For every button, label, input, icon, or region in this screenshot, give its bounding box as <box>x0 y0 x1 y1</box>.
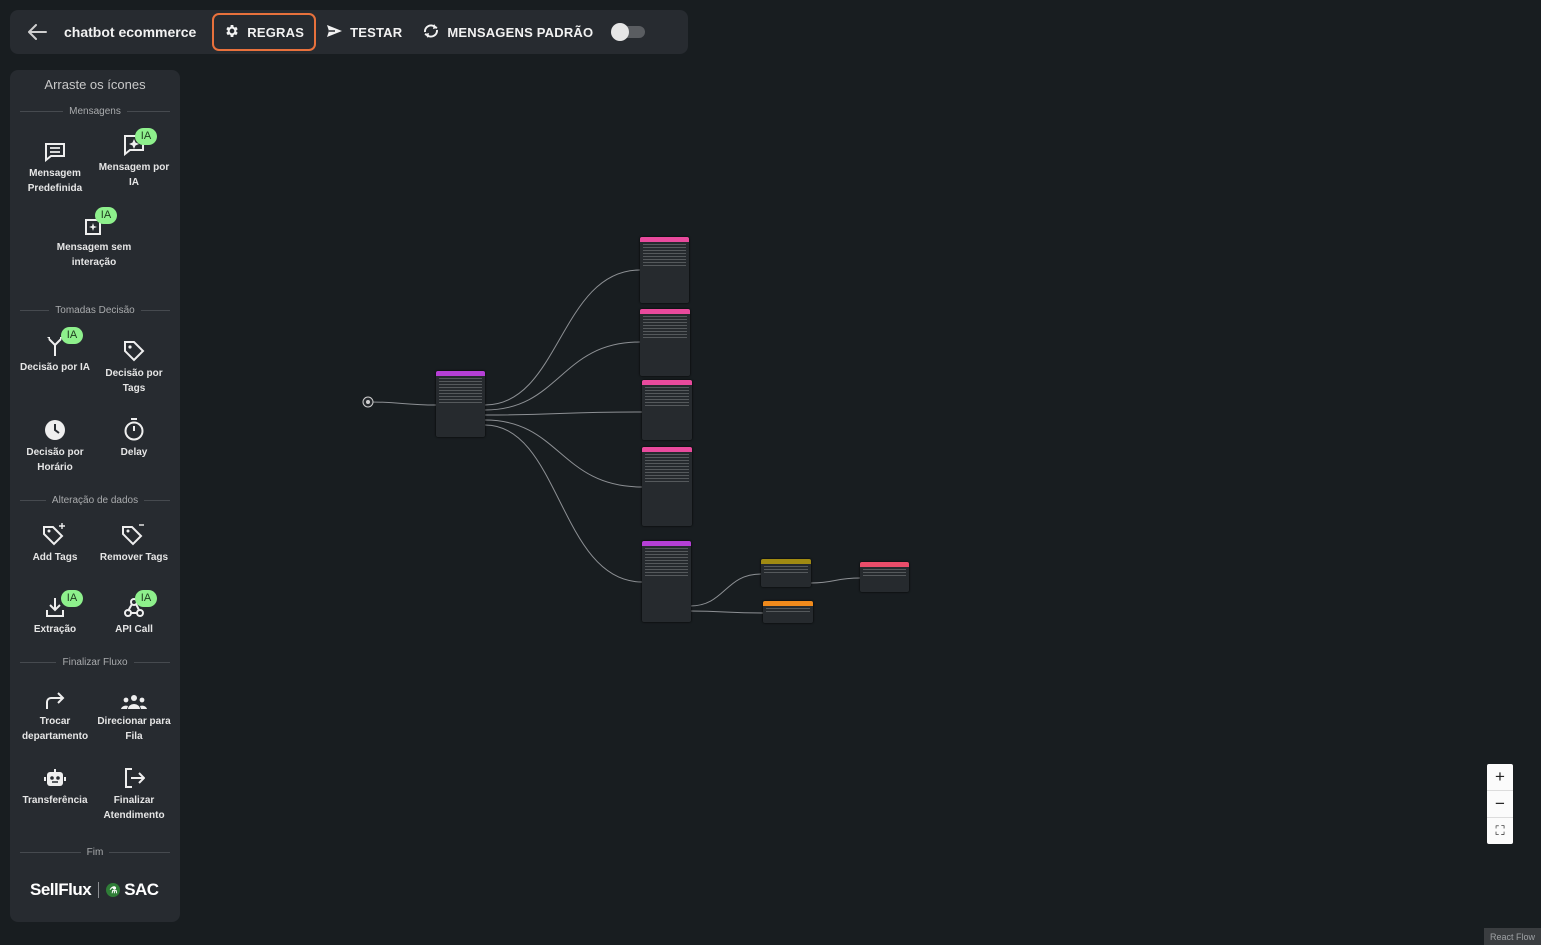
flow-node-menu[interactable] <box>436 371 485 437</box>
ia-badge: IA <box>61 590 83 607</box>
sac-logo: SAC <box>124 880 159 899</box>
zoom-controls: + − ⛶ <box>1487 764 1513 844</box>
flow-node-end[interactable] <box>860 562 909 592</box>
palette-item-finalizar-atendimento[interactable]: Finalizar Atendimento <box>94 763 174 823</box>
palette-item-api-call[interactable]: API Call IA <box>94 590 174 637</box>
chat-lines-icon <box>45 143 65 162</box>
tag-plus-icon <box>43 523 65 546</box>
edge-msg5-to-dept <box>689 573 762 607</box>
robot-icon <box>44 769 66 786</box>
flow-node-message-2[interactable] <box>640 309 690 376</box>
timer-icon <box>124 418 144 441</box>
start-node[interactable] <box>362 396 374 408</box>
palette-item-delay[interactable]: Delay <box>94 415 174 460</box>
section-fim: Fim <box>20 847 170 858</box>
zoom-out-button[interactable]: − <box>1487 791 1513 818</box>
fit-view-button[interactable]: ⛶ <box>1495 823 1505 838</box>
rules-label: REGRAS <box>247 24 305 40</box>
flow-node-message-3[interactable] <box>642 380 692 440</box>
ia-badge: IA <box>61 327 83 344</box>
section-finalizar-fluxo: Finalizar Fluxo <box>20 657 170 668</box>
palette-item-remover-tags[interactable]: Remover Tags <box>94 520 174 565</box>
ia-badge: IA <box>95 207 117 224</box>
react-flow-attribution[interactable]: React Flow <box>1484 928 1541 945</box>
palette-item-trocar-departamento[interactable]: Trocar departamento <box>15 684 95 744</box>
palette-heading: Arraste os ícones <box>44 77 146 92</box>
palette-item-decisao-tags[interactable]: Decisão por Tags <box>94 336 174 396</box>
back-button[interactable] <box>10 24 64 40</box>
palette-item-mensagem-sem-interacao[interactable]: Mensagem sem interação IA <box>56 207 132 268</box>
palette-item-direcionar-fila[interactable]: Direcionar para Fila <box>94 684 174 744</box>
rules-button[interactable]: REGRAS <box>212 13 317 51</box>
section-alteracao-dados: Alteração de dados <box>20 495 170 506</box>
gear-icon <box>224 23 240 42</box>
flow-toolbar: chatbot ecommerce REGRAS TESTAR MENSAGEN… <box>10 10 688 54</box>
clock-icon <box>45 420 65 440</box>
brand-logo: SellFlux ⚗ SAC <box>30 880 170 900</box>
palette-item-decisao-ia[interactable]: Decisão por IA IA <box>19 327 91 373</box>
flask-icon: ⚗ <box>106 883 121 897</box>
edge-start-to-menu <box>370 401 437 406</box>
palette-item-transferencia[interactable]: Transferência <box>15 763 95 808</box>
download-tray-icon <box>46 598 64 617</box>
default-messages-label: MENSAGENS PADRÃO <box>447 24 594 40</box>
edge-menu-to-msg4 <box>484 419 643 488</box>
palette-item-mensagem-ia[interactable]: Mensagem por IA IA <box>98 128 170 188</box>
sellflux-logo: SellFlux <box>30 880 92 899</box>
ia-badge: IA <box>135 590 157 607</box>
flow-node-queue[interactable] <box>763 601 813 623</box>
arrow-left-icon <box>28 24 47 40</box>
test-label: TESTAR <box>350 24 403 40</box>
default-messages-toggle[interactable] <box>611 23 646 41</box>
default-messages-button[interactable]: MENSAGENS PADRÃO <box>412 15 603 49</box>
group-icon <box>121 695 147 709</box>
palette-item-add-tags[interactable]: Add Tags <box>15 520 95 565</box>
palette-item-decisao-horario[interactable]: Decisão por Horário <box>15 415 95 475</box>
edge-menu-to-msg1 <box>484 269 641 406</box>
redirect-arrow-icon <box>46 692 65 709</box>
node-palette: Arraste os ícones Mensagens Mensagem Pre… <box>10 70 180 922</box>
toggle-knob <box>611 23 630 41</box>
flow-node-menu-2[interactable] <box>642 541 691 622</box>
zoom-in-button[interactable]: + <box>1487 764 1513 791</box>
edge-menu-to-msg3 <box>484 411 643 416</box>
tag-icon <box>124 341 145 362</box>
flow-title: chatbot ecommerce <box>64 24 197 40</box>
edge-menu-to-msg5 <box>484 424 643 583</box>
section-mensagens: Mensagens <box>20 106 170 117</box>
flow-node-message-4[interactable] <box>642 447 692 526</box>
palette-item-mensagem-predefinida[interactable]: Mensagem Predefinida <box>15 136 95 196</box>
edge-msg5-to-queue <box>689 610 764 614</box>
section-tomadas-decisao: Tomadas Decisão <box>20 305 170 316</box>
edge-dept-to-end <box>810 577 861 584</box>
logout-icon <box>125 768 145 788</box>
flow-node-message-1[interactable] <box>640 237 689 303</box>
flow-node-department[interactable] <box>761 559 811 587</box>
edge-menu-to-msg2 <box>484 341 641 411</box>
ia-badge: IA <box>135 128 157 145</box>
ai-message-plus-icon <box>85 219 101 235</box>
palette-item-extracao[interactable]: Extração IA <box>15 590 95 637</box>
test-button[interactable]: TESTAR <box>316 15 412 49</box>
send-icon <box>326 24 343 41</box>
repeat-chat-icon <box>422 22 440 43</box>
tag-minus-icon <box>122 524 144 546</box>
